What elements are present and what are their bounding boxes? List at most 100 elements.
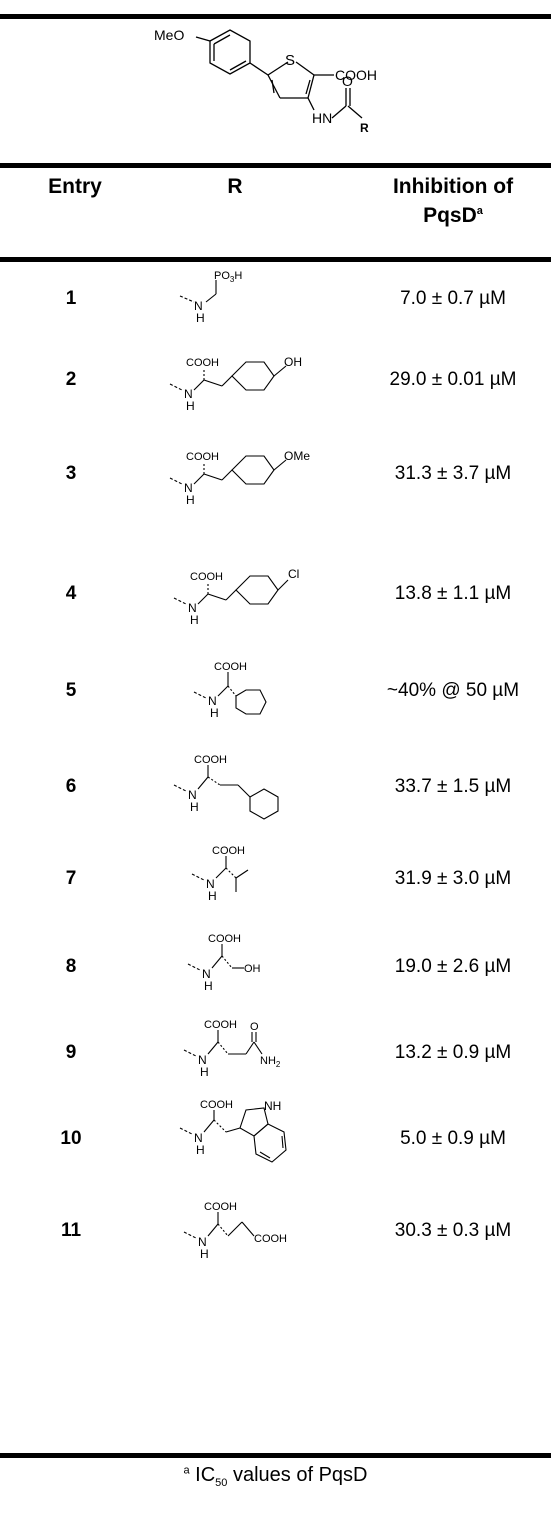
entry-number: 9 [65, 1042, 77, 1063]
cl-label: Cl [288, 567, 299, 581]
nh-label: N [208, 694, 217, 708]
nh-label: N [188, 601, 197, 615]
inhibition-value: 31.9 ± 3.0 µM [394, 868, 512, 889]
h-label: H [190, 800, 199, 814]
r-structure-2: N H COOH OH [169, 355, 302, 413]
nh-label: N [184, 387, 193, 401]
cooh-label: COOH [186, 451, 219, 463]
h-label: H [190, 613, 199, 627]
po3h-label: PO3H [214, 270, 242, 284]
entry-number: 2 [65, 369, 77, 390]
cooh-label: COOH [194, 754, 227, 766]
footnote: a IC50 values of PqsD [0, 1464, 551, 1489]
cooh-label: COOH [335, 67, 377, 83]
r-structure-11: N H COOH COOH [183, 1201, 287, 1261]
footnote-ic-sub: 50 [215, 1477, 228, 1489]
bottom-rule [0, 1453, 551, 1458]
nh2-label-a: NH [260, 1055, 276, 1067]
cooh-label: COOH [212, 845, 245, 857]
cooh-label: COOH [254, 1233, 287, 1245]
h-label: H [208, 889, 217, 903]
footnote-text: values of PqsD [227, 1464, 368, 1486]
header-top-rule [0, 163, 551, 168]
cooh-label: COOH [204, 1019, 237, 1031]
r-structure-4: N H COOH Cl [173, 567, 299, 627]
entry-number: 5 [65, 680, 77, 701]
footnote-mark: a [183, 1464, 190, 1477]
entry-number: 4 [65, 583, 77, 604]
r-structure-1: N H PO3H [179, 270, 242, 325]
h-label: H [200, 1247, 209, 1261]
r-structure-7: N H COOH [191, 845, 249, 903]
cooh-label: COOH [190, 571, 223, 583]
h-label: H [186, 493, 195, 507]
cooh-label: COOH [200, 1099, 233, 1111]
hn-label: HN [312, 110, 332, 126]
inhibition-value: 7.0 ± 0.7 µM [400, 288, 506, 309]
indole-nh-label: NH [264, 1099, 281, 1113]
col-header-inhibition-target: PqsD [423, 204, 477, 227]
nh-label: N [198, 1235, 207, 1249]
nh-label: N [206, 877, 215, 891]
r-structure-3: N H COOH OMe [169, 449, 310, 507]
entry-number: 1 [65, 288, 77, 309]
h-label: H [204, 979, 213, 993]
carbonyl-o-label: O [342, 73, 353, 89]
oh-label: OH [284, 355, 302, 369]
nh-label: N [194, 1131, 203, 1145]
inhibition-value: 31.3 ± 3.7 µM [394, 463, 512, 484]
h-label: H [210, 706, 219, 720]
oh-label: OH [244, 963, 261, 975]
entry-number: 8 [65, 956, 77, 977]
entry-number: 6 [65, 776, 77, 797]
cooh-label: COOH [208, 933, 241, 945]
h-label: H [200, 1065, 209, 1079]
cooh-label: COOH [204, 1201, 237, 1213]
entry-number: 7 [65, 868, 77, 889]
entry-number: 11 [60, 1220, 82, 1241]
ome-label: OMe [284, 449, 310, 463]
scaffold-structure: MeO S COOH HN O R [154, 27, 377, 135]
nh-label: N [194, 299, 203, 313]
r-structure-5: N H COOH [193, 661, 267, 720]
top-rule [0, 14, 551, 19]
inhibition-value: 13.8 ± 1.1 µM [394, 583, 512, 604]
cooh-label: COOH [214, 661, 247, 673]
nh-label: N [188, 788, 197, 802]
h-label: H [196, 311, 205, 325]
nh2-label: NH2 [260, 1055, 281, 1069]
col-header-inhibition: Inhibition of PqsDa [355, 175, 551, 228]
nh-label: N [202, 967, 211, 981]
h-label: H [196, 1143, 205, 1157]
r-structure-6: N H COOH [173, 754, 279, 820]
entry-number: 10 [60, 1128, 82, 1149]
inhibition-value: 5.0 ± 0.9 µM [400, 1128, 506, 1149]
inhibition-value: 33.7 ± 1.5 µM [394, 776, 512, 797]
nh-label: N [184, 481, 193, 495]
inhibition-value: 13.2 ± 0.9 µM [394, 1042, 512, 1063]
header-bottom-rule [0, 257, 551, 262]
col-header-entry: Entry [48, 175, 102, 198]
entry-number: 3 [65, 463, 77, 484]
po3h-label-b: H [234, 270, 242, 282]
inhibition-value: 19.0 ± 2.6 µM [394, 956, 512, 977]
nh2-label-sub: 2 [276, 1060, 281, 1069]
po3h-label-sub: 3 [230, 275, 235, 284]
inhibition-value: ~40% @ 50 µM [386, 680, 520, 701]
nh-label: N [198, 1053, 207, 1067]
inhibition-value: 30.3 ± 0.3 µM [394, 1220, 512, 1241]
col-header-inhibition-line1: Inhibition of [392, 175, 514, 198]
inhibition-value: 29.0 ± 0.01 µM [389, 369, 517, 390]
footnote-marker: a [476, 205, 483, 217]
footnote-ic: IC [195, 1464, 216, 1486]
o-label: O [250, 1021, 259, 1033]
sulfur-label: S [285, 52, 295, 69]
meo-label: MeO [154, 27, 184, 43]
r-structure-10: N H COOH NH [179, 1099, 287, 1163]
r-group-label: R [360, 121, 369, 135]
r-structure-8: N H COOH OH [187, 933, 261, 993]
r-structure-9: N H COOH O NH2 [183, 1019, 281, 1079]
h-label: H [186, 399, 195, 413]
col-header-r: R [227, 175, 243, 198]
po3h-label-a: PO [214, 270, 230, 282]
